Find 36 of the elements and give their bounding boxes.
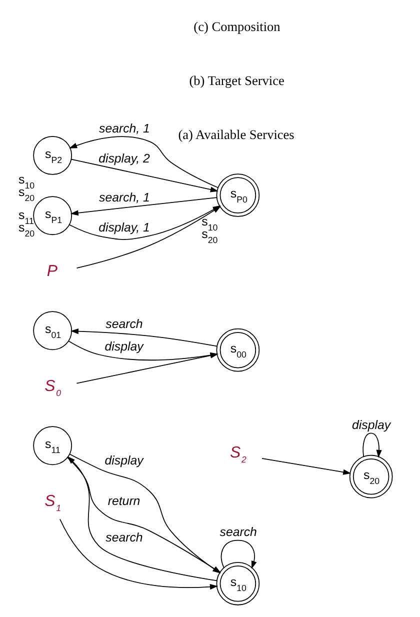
node-label: s$_{10}$ s$_{20}$ bbox=[18, 172, 34, 203]
node-circle: s$_{00}$ bbox=[216, 328, 260, 372]
node-circle: s$_{01}$ bbox=[32, 311, 72, 350]
edge-label: search bbox=[105, 530, 142, 544]
node-circle: s$_{10}$ bbox=[216, 562, 260, 606]
node-text: S$_{2}$ bbox=[229, 444, 246, 464]
edge-label: search bbox=[219, 525, 256, 540]
node-circle: s$_{20}$ bbox=[348, 454, 392, 498]
arrow bbox=[70, 158, 218, 192]
edge-label: display bbox=[352, 418, 390, 432]
node-circle: s$_{P2}$ bbox=[32, 136, 72, 175]
edge-label: display bbox=[104, 453, 143, 468]
edge-label: search, 1 bbox=[98, 190, 150, 205]
node-circle: s$_{11}$ bbox=[32, 426, 72, 466]
arrow bbox=[68, 136, 218, 188]
arrow bbox=[70, 197, 217, 216]
label: (c) Composition bbox=[193, 19, 280, 34]
arrow bbox=[261, 458, 351, 475]
arrow bbox=[220, 540, 256, 569]
edge-label: display, 2 bbox=[98, 152, 150, 166]
node-text: S$_{1}$ bbox=[44, 493, 61, 514]
edge-label: display bbox=[104, 339, 143, 354]
label: (b) Target Service bbox=[188, 73, 284, 88]
node-label: s$_{10}$ s$_{20}$ bbox=[201, 214, 218, 245]
arrow bbox=[362, 432, 382, 458]
edge-label: return bbox=[107, 494, 140, 508]
arrow bbox=[59, 518, 218, 590]
edge-label: display, 1 bbox=[98, 220, 150, 235]
node-text: S$_{0}$ bbox=[44, 378, 61, 398]
edge-label: search, 1 bbox=[98, 122, 150, 136]
node-circle: s$_{P0}$ bbox=[216, 174, 260, 217]
node-label: s$_{11}$ s$_{20}$ bbox=[18, 208, 34, 238]
edge-label: search bbox=[105, 317, 142, 332]
label: (a) Available Services bbox=[178, 127, 294, 142]
arrow bbox=[70, 328, 217, 347]
node-text: P bbox=[46, 263, 57, 280]
